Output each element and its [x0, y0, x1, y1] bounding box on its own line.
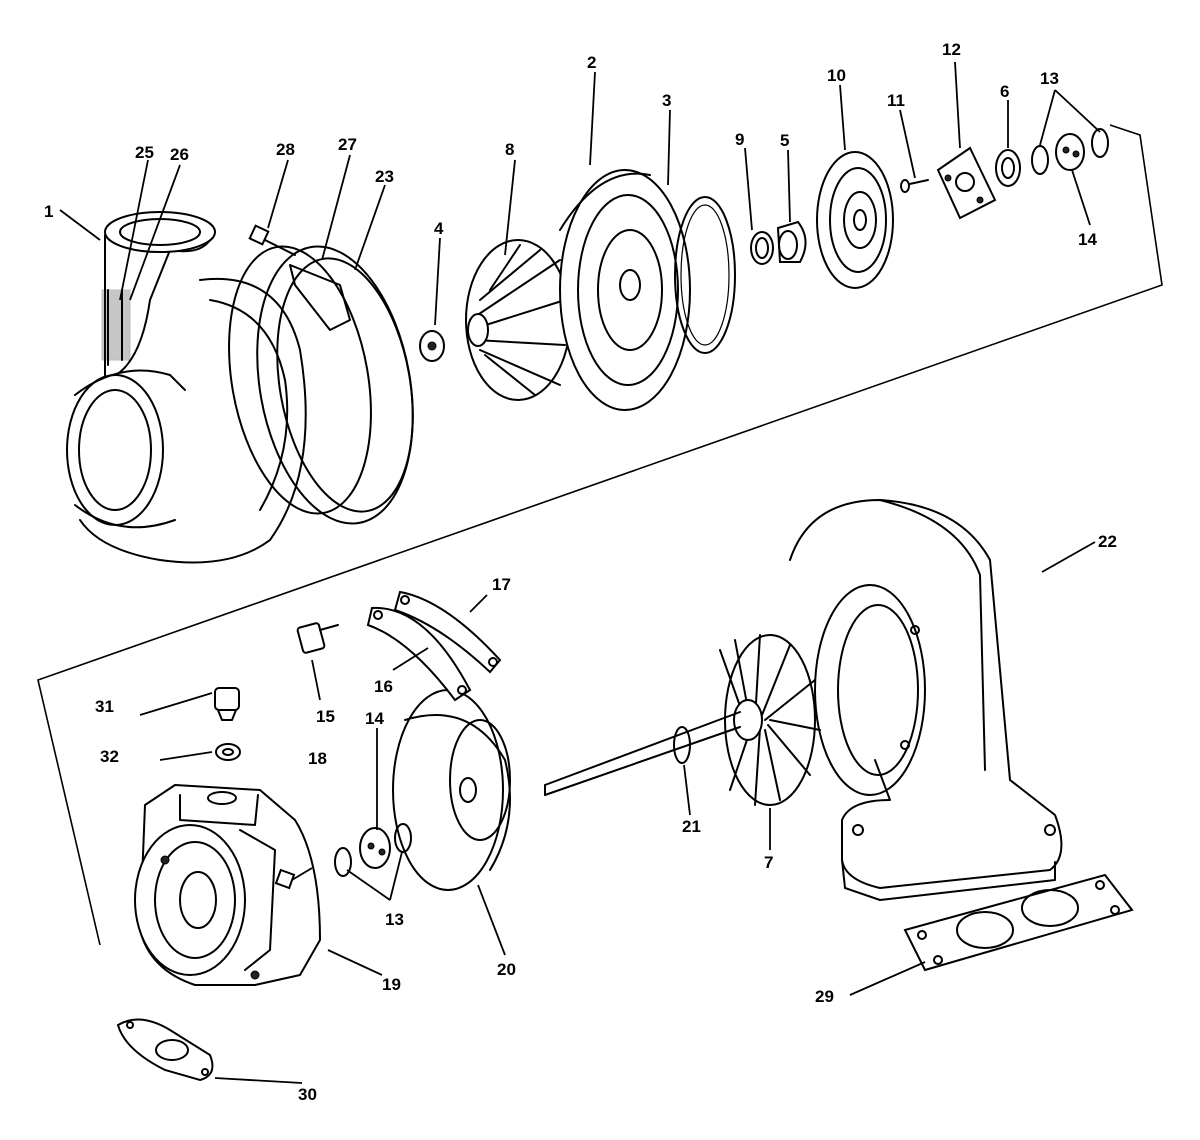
drain-gasket — [116, 1018, 214, 1082]
label-13-lower: 13 — [385, 910, 404, 929]
assembly-boundary — [37, 124, 1163, 946]
leader-lines — [59, 61, 1101, 1084]
bearing-ring — [995, 149, 1021, 187]
label-23: 23 — [375, 167, 394, 186]
label-2: 2 — [587, 53, 596, 72]
label-21: 21 — [682, 817, 701, 836]
thrust-bearing — [936, 146, 997, 220]
label-16: 16 — [374, 677, 393, 696]
part-labels: 1 25 26 28 27 23 4 8 2 3 9 5 10 11 12 6 … — [44, 40, 1117, 1104]
compressor-backplate — [559, 169, 691, 411]
turbine-wheel-shaft — [544, 634, 821, 806]
label-25: 25 — [135, 143, 154, 162]
label-5: 5 — [780, 131, 789, 150]
turbine-gasket — [903, 873, 1134, 972]
label-11: 11 — [887, 91, 905, 110]
label-4: 4 — [434, 219, 444, 238]
label-22: 22 — [1098, 532, 1117, 551]
oil-plug — [214, 687, 240, 721]
label-12: 12 — [942, 40, 961, 59]
seal-insert — [816, 151, 894, 289]
lock-bolt — [296, 622, 339, 654]
label-27: 27 — [338, 135, 357, 154]
thrust-sleeve — [750, 231, 774, 265]
label-17: 17 — [492, 575, 511, 594]
retaining-rings-lower — [334, 823, 412, 877]
thrust-collar — [776, 220, 807, 263]
label-28: 28 — [276, 140, 295, 159]
piston-ring — [673, 726, 691, 764]
label-6: 6 — [1000, 82, 1009, 101]
plug-washer — [215, 743, 241, 761]
turbine-housing — [789, 499, 1063, 901]
label-19: 19 — [382, 975, 401, 994]
compressor-nut — [419, 330, 445, 362]
label-31: 31 — [95, 697, 114, 716]
label-14-upper: 14 — [1078, 230, 1097, 249]
label-30: 30 — [298, 1085, 317, 1104]
label-29: 29 — [815, 987, 834, 1006]
label-18: 18 — [308, 749, 327, 768]
compressor-wheel — [465, 239, 571, 401]
center-housing — [134, 784, 321, 986]
label-7: 7 — [764, 853, 773, 872]
label-1: 1 — [44, 202, 53, 221]
label-26: 26 — [170, 145, 189, 164]
clamp-band — [228, 224, 414, 525]
label-10: 10 — [827, 66, 846, 85]
label-8: 8 — [505, 140, 514, 159]
label-3: 3 — [662, 91, 671, 110]
label-15: 15 — [316, 707, 335, 726]
seal-ring — [674, 196, 736, 354]
label-14-lower: 14 — [365, 709, 384, 728]
label-20: 20 — [497, 960, 516, 979]
screw — [900, 179, 929, 193]
heat-shield — [392, 689, 511, 891]
label-9: 9 — [735, 130, 744, 149]
compressor-housing — [66, 211, 307, 564]
label-13-upper: 13 — [1040, 69, 1059, 88]
label-32: 32 — [100, 747, 119, 766]
retaining-rings-upper — [1031, 128, 1109, 175]
